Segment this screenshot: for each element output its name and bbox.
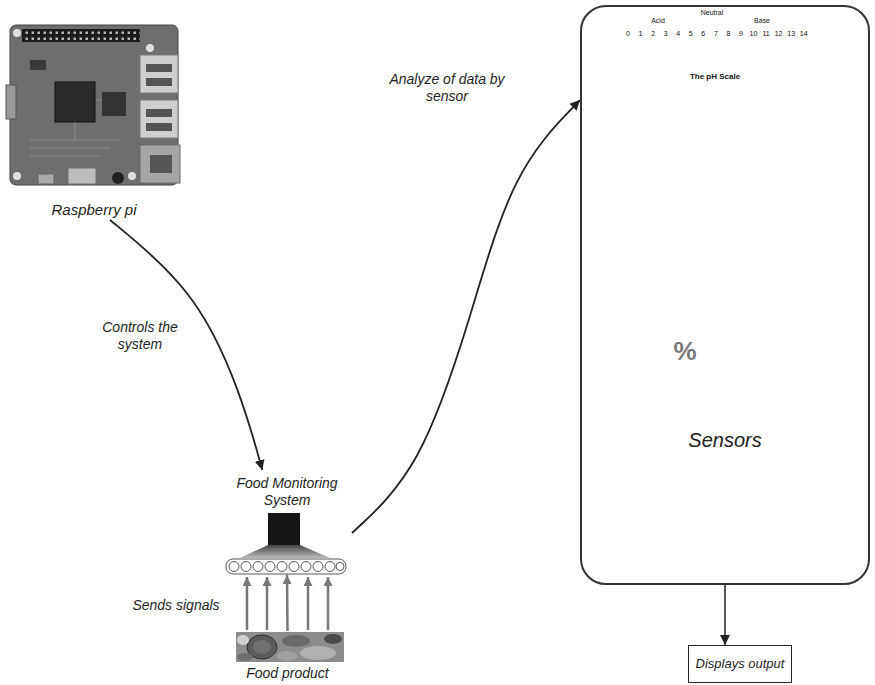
food-monitoring-device-part [229,562,344,572]
scale-label: 6 [701,30,705,38]
signal-arrow [246,577,249,630]
food-product-photo-part [300,646,336,660]
food-product-photo [236,632,344,662]
food-monitoring-device-part [226,559,346,574]
scale-label: 10 [750,30,758,38]
icon-symbol: % [673,337,696,366]
scale-label: 9 [739,30,743,38]
scale-label: The pH Scale [690,73,740,82]
food-monitoring-device-part-part [325,562,335,572]
raspberry-pi-board-part [146,123,172,131]
raspberry-pi-board-part [102,92,126,116]
raspberry-pi-board-part [55,82,95,122]
food-product-photo-part [277,651,297,661]
raspberry-pi-board-part [140,55,178,93]
food-monitoring-device-part-part [289,562,299,572]
raspberry-pi-board-part [146,64,172,72]
scale-label: 8 [726,30,730,38]
scale-label: Acid [651,17,665,25]
node-label: Food Monitoring System [222,475,352,508]
node-label: Raspberry pi [51,201,136,219]
raspberry-pi-board-part [146,78,172,86]
scale-label: 0 [626,30,630,38]
raspberry-pi-board-part [13,172,21,180]
process-box: Displays output [688,645,792,683]
food-monitoring-device-part-part [241,562,251,572]
node-label: Sensors [688,429,761,453]
signal-arrow [307,577,310,630]
food-monitoring-device-part [268,513,300,545]
raspberry-pi-board-part [68,168,96,184]
raspberry-pi-board-part [146,44,154,52]
scale-label: 7 [714,30,718,38]
food-monitoring-device [226,513,346,574]
scale-label: Neutral [701,9,724,17]
raspberry-pi-board-part [140,100,178,138]
food-product-photo-part [237,635,249,645]
food-product-photo-part [282,635,310,647]
food-product-photo-part [253,640,271,654]
scale-label: 13 [787,30,795,38]
scale-label: 12 [775,30,783,38]
food-monitoring-device-part-part [313,562,323,572]
device-figure: Food product [225,631,350,683]
food-monitoring-device-part-part [277,562,287,572]
signal-arrow [327,577,330,630]
edge-label: Controls the system [96,318,184,353]
food-monitoring-device-part-part [301,562,311,572]
raspberry-pi-board-part [30,60,46,70]
raspberry-pi-board-part [13,29,21,37]
node-label: Displays output [696,656,785,671]
raspberry-pi-board-part [6,85,16,119]
raspberry-pi-board-part [22,29,140,42]
device-figure: Raspberry pi [5,20,183,220]
raspberry-pi-board-part [140,145,180,183]
raspberry-pi-board [6,25,180,185]
raspberry-pi-board-part [150,155,172,173]
food-product-photo-part [236,632,344,662]
scale-label: 2 [651,30,655,38]
scale-label: 4 [676,30,680,38]
raspberry-pi-board-part [38,174,54,184]
food-product-photo-part [237,653,253,661]
edge-label: Sends signals [120,596,232,615]
food-monitoring-device-part-part [336,563,344,571]
flow-arrow [724,585,726,645]
scale-label: 3 [664,30,668,38]
scale-label: 5 [689,30,693,38]
food-monitoring-device-part-part [265,562,275,572]
food-monitoring-device-part-part [253,562,263,572]
raspberry-pi-board-part [112,172,124,184]
flow-arrow [352,100,580,533]
flow-arrow [286,575,289,631]
device-figure: Food Monitoring System [222,470,352,575]
edge-label: Analyze of data by sensor [384,70,510,105]
raspberry-pi-board-part [128,172,136,180]
raspberry-pi-board-part [146,109,172,117]
scale-label: 14 [800,30,808,38]
raspberry-pi-board-part [10,25,178,185]
food-product-photo-part [324,634,342,644]
scale-label: 1 [639,30,643,38]
node-label: Food product [246,665,329,682]
food-monitoring-device-part-part [229,562,239,572]
sensor-panel: Sensors [580,5,870,585]
raspberry-pi-board-part [30,100,120,156]
signal-arrow [266,577,269,630]
food-monitoring-device-part [240,545,330,558]
scale-label: 11 [762,30,769,38]
scale-label: Base [754,17,770,25]
